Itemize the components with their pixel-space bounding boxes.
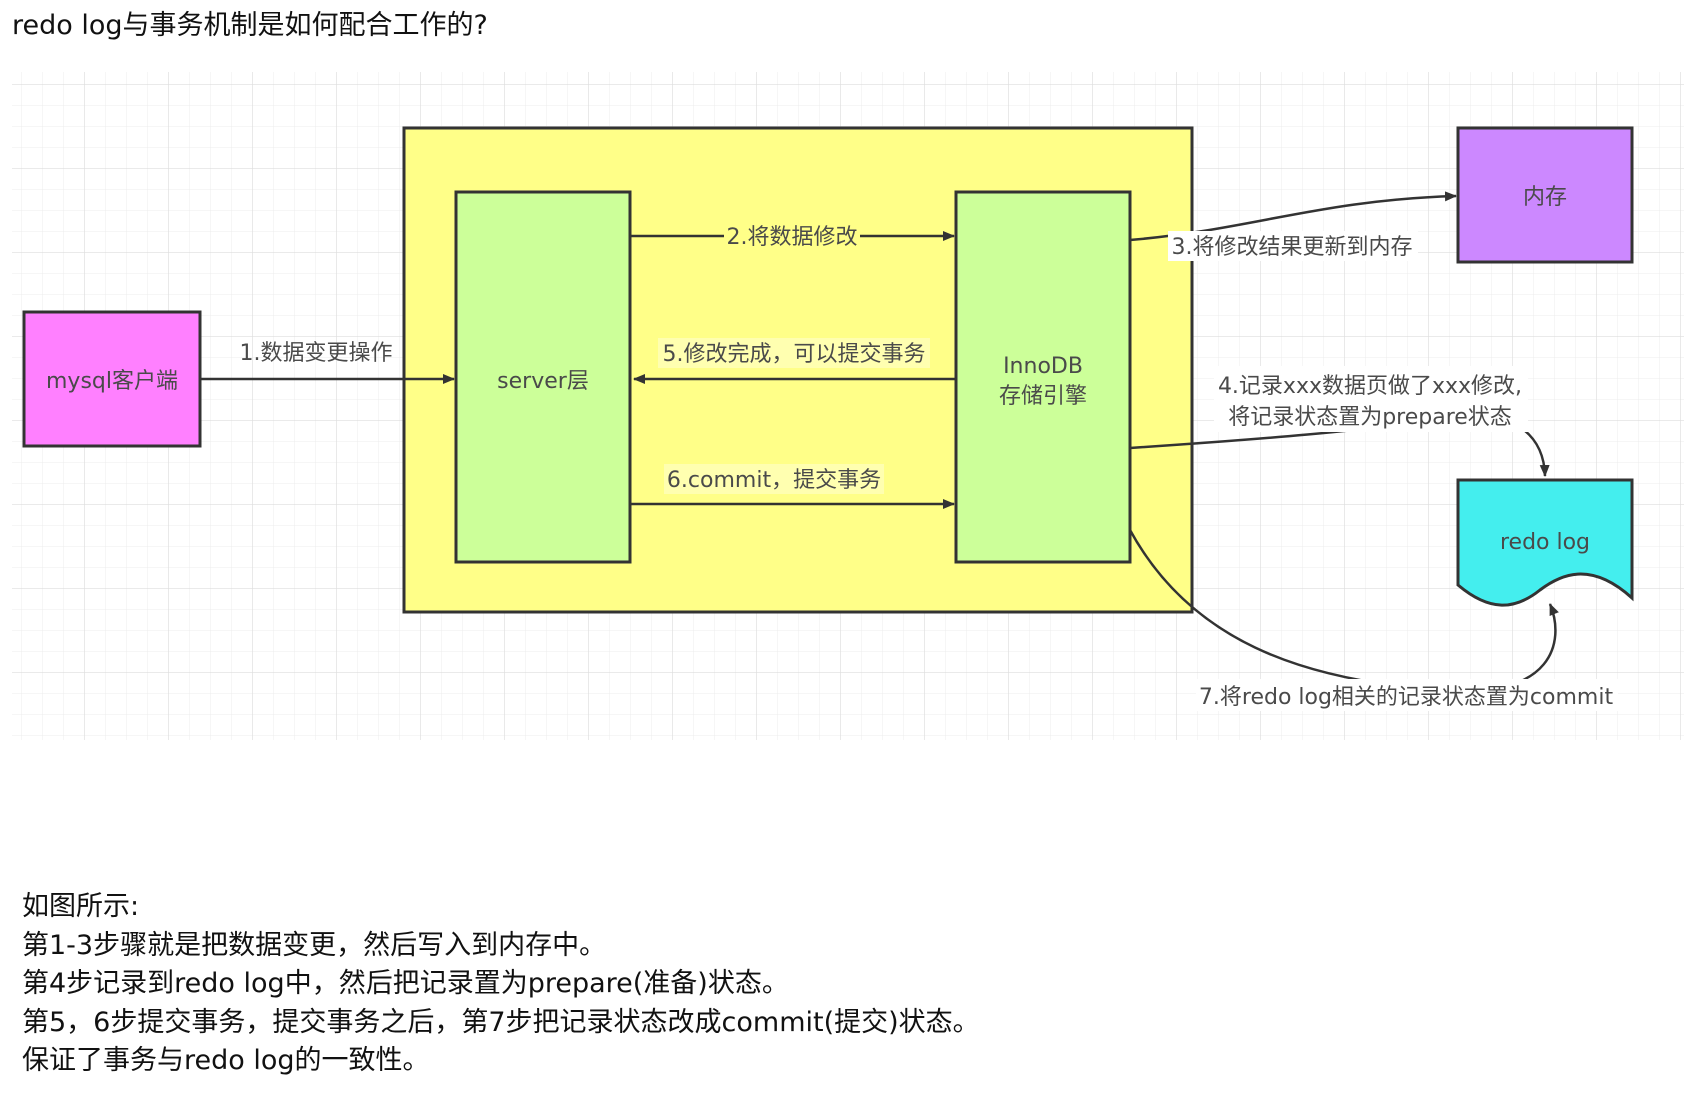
edge-step4-label-bg: [1214, 366, 1528, 432]
redo-log-node: [1456, 478, 1634, 607]
summary-text: 如图所示: 第1-3步骤就是把数据变更，然后写入到内存中。 第4步记录到redo…: [22, 888, 980, 1081]
edge-step2-label: 2.将数据修改: [727, 225, 858, 250]
summary-line: 第1-3步骤就是把数据变更，然后写入到内存中。: [22, 929, 607, 961]
memory-label: 内存: [1523, 185, 1567, 210]
innodb-engine-node: [954, 190, 1132, 564]
edge-step6-label-bg: [664, 464, 884, 494]
summary-line: 第4步记录到redo log中，然后把记录置为prepare(准备)状态。: [22, 968, 789, 999]
memory-node: [1456, 126, 1634, 264]
summary-line: 保证了事务与redo log的一致性。: [22, 1045, 430, 1076]
edge-step3-label: 3.将修改结果更新到内存: [1172, 235, 1413, 260]
summary-line: 第5，6步提交事务，提交事务之后，第7步把记录状态改成commit(提交)状态。: [22, 1006, 980, 1038]
server-layer-label: server层: [497, 369, 589, 394]
edge-step4-label-line2: 将记录状态置为prepare状态: [1228, 405, 1512, 430]
summary-line: 如图所示:: [22, 891, 140, 922]
edge-step2-label-bg: [724, 222, 860, 250]
server-layer-node: [454, 190, 632, 564]
edge-step7-label: 7.将redo log相关的记录状态置为commit: [1199, 685, 1614, 710]
edge-step7-label-bg: [1196, 679, 1618, 711]
page-title: redo log与事务机制是如何配合工作的?: [12, 10, 488, 41]
redo-log-label: redo log: [1500, 530, 1590, 555]
mysql-client-label: mysql客户端: [46, 369, 178, 394]
edge-step6-label: 6.commit，提交事务: [667, 468, 881, 493]
innodb-label-line2: 存储引擎: [999, 384, 1087, 409]
edge-step5-label: 5.修改完成，可以提交事务: [663, 342, 926, 367]
edge-step4-label-line1: 4.记录xxx数据页做了xxx修改,: [1218, 374, 1522, 399]
edge-step3-label-bg: [1168, 231, 1418, 261]
innodb-label-line1: InnoDB: [1003, 354, 1083, 379]
edge-step5-label-bg: [658, 338, 930, 368]
edge-step1-label: 1.数据变更操作: [240, 341, 393, 366]
mysql-client-node: [22, 310, 202, 448]
